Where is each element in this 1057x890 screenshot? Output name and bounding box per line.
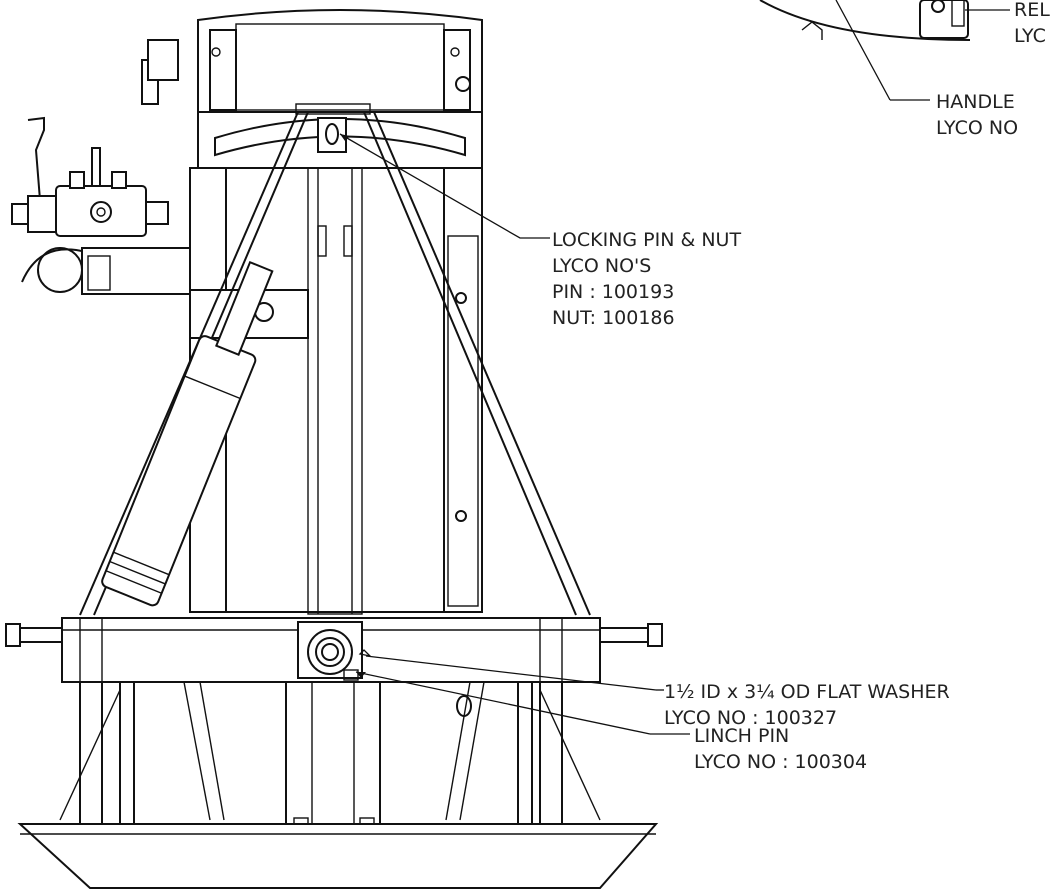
callout-locking-pin-line4: NUT: 100186 [552, 307, 675, 329]
callout-washer-line1: 1½ ID x 3¼ OD FLAT WASHER [664, 681, 950, 703]
callout-linch-pin: LINCH PIN LYCO NO : 100304 [694, 725, 867, 773]
callout-relief-line1: REL [1014, 0, 1050, 21]
callout-locking-pin: LOCKING PIN & NUT LYCO NO'S PIN : 100193… [552, 229, 741, 329]
callout-locking-pin-line3: PIN : 100193 [552, 281, 674, 303]
callout-washer-line2: LYCO NO : 100327 [664, 707, 837, 729]
valve-assembly [11, 39, 191, 295]
callout-handle: HANDLE LYCO NO [936, 91, 1018, 139]
callout-washer: 1½ ID x 3¼ OD FLAT WASHER LYCO NO : 1003… [664, 681, 950, 729]
callout-linch-pin-line2: LYCO NO : 100304 [694, 751, 867, 773]
callout-locking-pin-line2: LYCO NO'S [552, 255, 651, 277]
hydraulic-cylinder [101, 260, 274, 607]
callout-handle-line1: HANDLE [936, 91, 1015, 113]
callout-relief: REL LYC [1014, 0, 1050, 47]
callout-relief-line2: LYC [1014, 25, 1046, 47]
leader-lines [339, 133, 690, 735]
base-frame [5, 617, 663, 889]
detail-view-fragment [759, 0, 1010, 101]
callout-linch-pin-line1: LINCH PIN [694, 725, 789, 747]
callout-locking-pin-line1: LOCKING PIN & NUT [552, 229, 741, 251]
callout-handle-line2: LYCO NO [936, 117, 1018, 139]
